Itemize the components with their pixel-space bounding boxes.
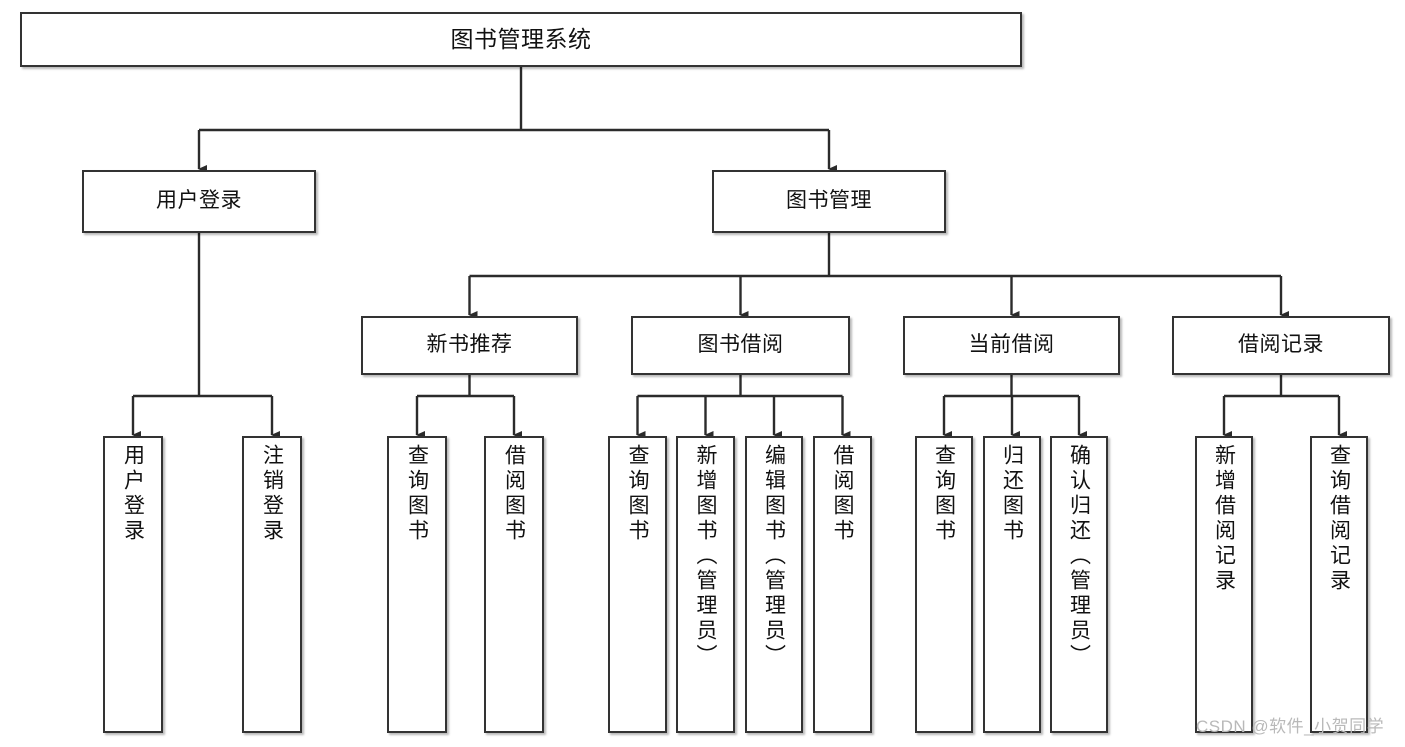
node-label: 图书借阅 bbox=[697, 333, 784, 357]
node-label: 图书管理系统 bbox=[450, 25, 592, 52]
node-leaf-query-rec[interactable]: 查询借阅记录 bbox=[1310, 436, 1368, 733]
node-leaf-edit-book[interactable]: 编辑图书（管理员） bbox=[745, 436, 803, 733]
node-label: 借阅记录 bbox=[1238, 333, 1324, 357]
node-label: 归还图书 bbox=[1000, 444, 1024, 544]
node-label: 注销登录 bbox=[260, 444, 284, 544]
node-label: 新书推荐 bbox=[426, 333, 513, 357]
node-label: 编辑图书（管理员） bbox=[762, 444, 786, 669]
node-leaf-query-3[interactable]: 查询图书 bbox=[915, 436, 973, 733]
node-root[interactable]: 图书管理系统 bbox=[20, 12, 1022, 67]
node-leaf-query-2[interactable]: 查询图书 bbox=[608, 436, 667, 733]
node-label: 图书管理 bbox=[786, 189, 872, 213]
node-leaf-user-login[interactable]: 用户登录 bbox=[103, 436, 163, 733]
node-leaf-add-book[interactable]: 新增图书（管理员） bbox=[676, 436, 735, 733]
node-label: 借阅图书 bbox=[831, 444, 854, 544]
node-new-book-rec[interactable]: 新书推荐 bbox=[361, 316, 578, 375]
node-label: 查询借阅记录 bbox=[1327, 444, 1351, 594]
node-label: 查询图书 bbox=[626, 444, 649, 544]
node-leaf-query-1[interactable]: 查询图书 bbox=[387, 436, 447, 733]
node-leaf-confirm[interactable]: 确认归还（管理员） bbox=[1050, 436, 1108, 733]
node-current-borrow[interactable]: 当前借阅 bbox=[903, 316, 1120, 375]
node-label: 确认归还（管理员） bbox=[1067, 444, 1091, 669]
node-label: 查询图书 bbox=[932, 444, 956, 544]
node-label: 当前借阅 bbox=[968, 333, 1055, 357]
node-leaf-return[interactable]: 归还图书 bbox=[983, 436, 1041, 733]
node-book-mgmt[interactable]: 图书管理 bbox=[712, 170, 946, 233]
node-label: 用户登录 bbox=[156, 189, 242, 213]
node-leaf-borrow-2[interactable]: 借阅图书 bbox=[813, 436, 872, 733]
node-label: 用户登录 bbox=[121, 444, 145, 544]
watermark-text: CSDN @软件_小贺同学 bbox=[1196, 717, 1385, 736]
node-leaf-add-rec[interactable]: 新增借阅记录 bbox=[1195, 436, 1253, 733]
node-borrow-record[interactable]: 借阅记录 bbox=[1172, 316, 1390, 375]
node-label: 借阅图书 bbox=[502, 444, 526, 544]
node-user-login[interactable]: 用户登录 bbox=[82, 170, 316, 233]
edges bbox=[131, 67, 1347, 439]
node-leaf-borrow-1[interactable]: 借阅图书 bbox=[484, 436, 544, 733]
node-label: 查询图书 bbox=[405, 444, 429, 544]
node-leaf-logout[interactable]: 注销登录 bbox=[242, 436, 302, 733]
node-label: 新增图书（管理员） bbox=[694, 444, 717, 669]
node-label: 新增借阅记录 bbox=[1212, 444, 1236, 594]
node-book-borrow[interactable]: 图书借阅 bbox=[631, 316, 850, 375]
